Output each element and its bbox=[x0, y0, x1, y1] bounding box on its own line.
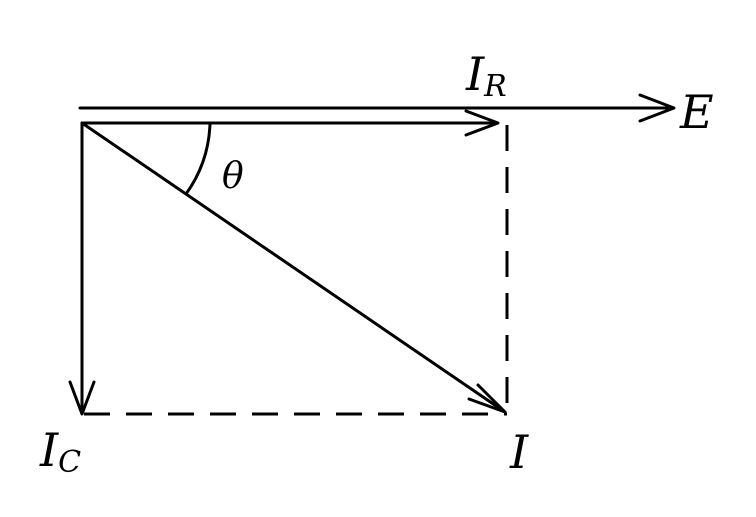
vector-e bbox=[78, 93, 676, 123]
label-ic: IC bbox=[39, 423, 81, 480]
vector-e-arrowhead bbox=[638, 93, 676, 123]
vector-i bbox=[80, 121, 507, 414]
vector-ic bbox=[68, 121, 96, 416]
label-ir-subscript: R bbox=[483, 69, 507, 104]
label-i: I bbox=[509, 425, 529, 479]
vector-i-arrowhead bbox=[467, 383, 507, 414]
vector-ir-arrowhead bbox=[464, 109, 500, 137]
label-ir: IR bbox=[465, 47, 507, 104]
label-theta: θ bbox=[222, 156, 244, 197]
label-ir-main: I bbox=[465, 47, 485, 101]
label-ic-main: I bbox=[39, 423, 59, 477]
vector-ir bbox=[80, 109, 500, 137]
label-ic-subscript: C bbox=[58, 445, 81, 480]
label-e: E bbox=[679, 85, 714, 139]
vector-ic-arrowhead bbox=[68, 380, 96, 416]
angle-theta-arc bbox=[184, 122, 212, 196]
